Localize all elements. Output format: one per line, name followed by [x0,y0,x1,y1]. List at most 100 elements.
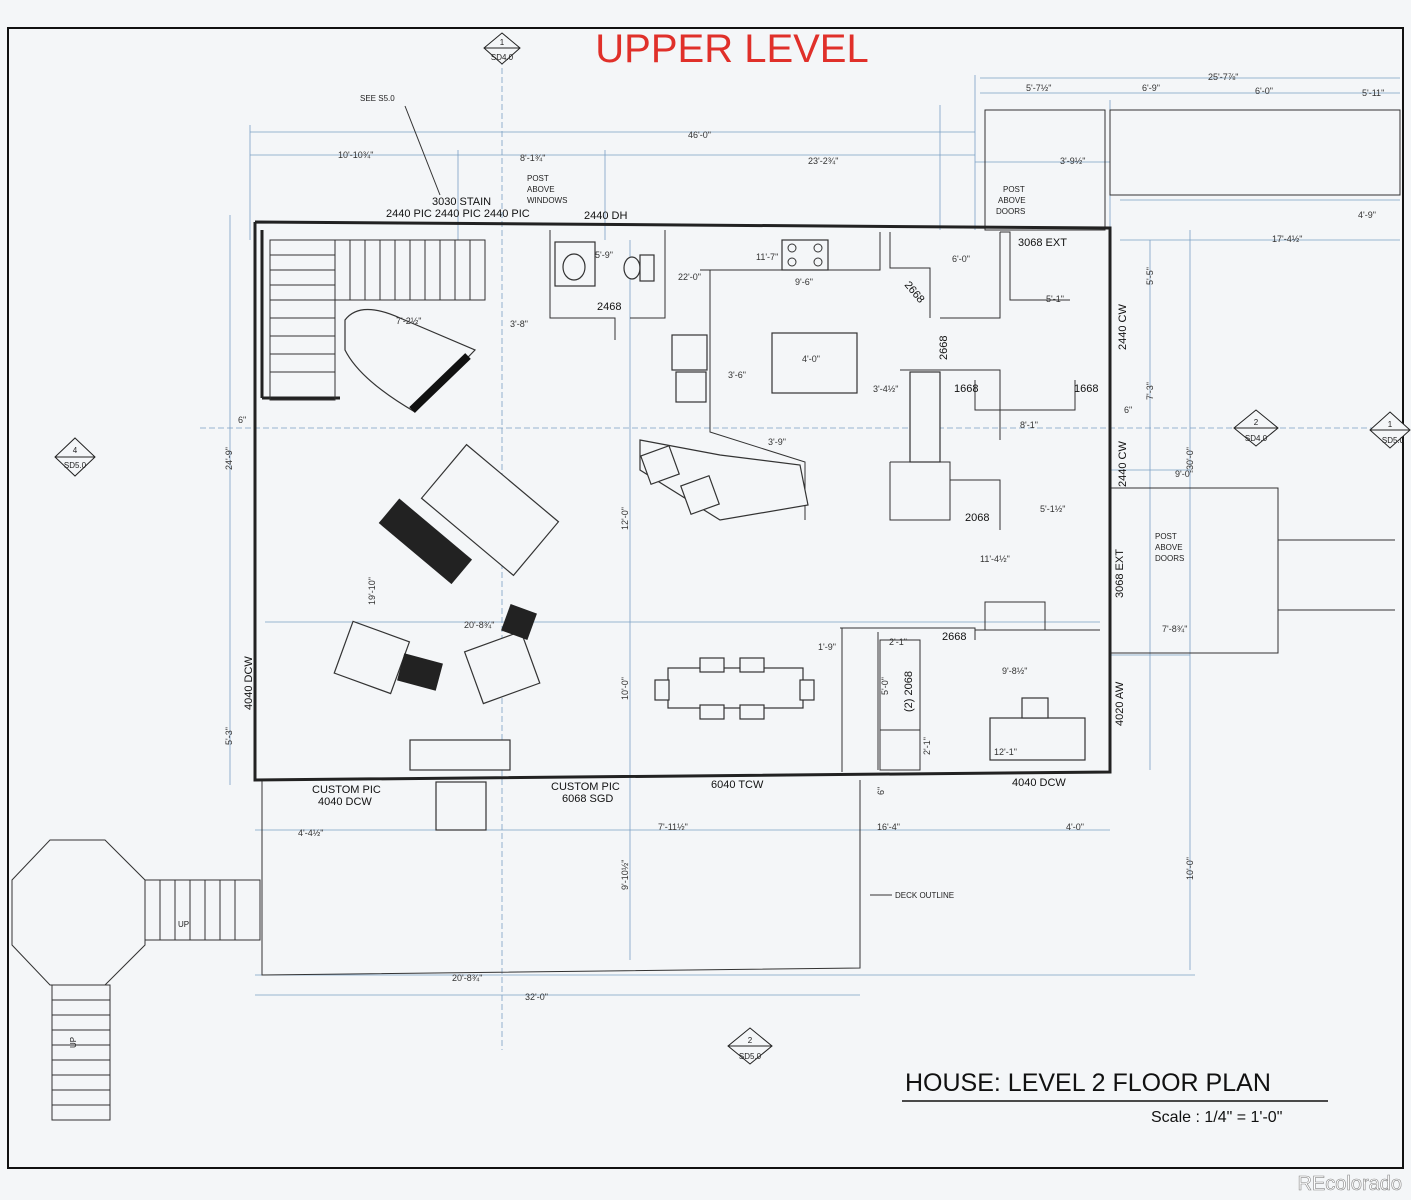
window-label: 4040 DCW [243,656,255,710]
svg-text:9'-0": 9'-0" [1175,469,1193,479]
svg-text:17'-4½": 17'-4½" [1272,234,1302,244]
svg-text:30'-0": 30'-0" [1185,447,1195,470]
armchair-right [463,630,541,705]
kitchen [639,239,941,521]
svg-text:25'-7⅞": 25'-7⅞" [1208,72,1238,82]
svg-text:5'-9": 5'-9" [595,250,613,260]
window-label: CUSTOM PIC [551,781,620,793]
svg-text:SD5.0: SD5.0 [1382,436,1405,445]
svg-text:3'-6": 3'-6" [728,370,746,380]
svg-text:SD4.0: SD4.0 [1245,434,1268,443]
svg-text:4'-4½": 4'-4½" [298,828,323,838]
stair [269,239,486,401]
rug [378,498,473,585]
post-note-line: WINDOWS [527,196,567,205]
svg-text:5'-1½": 5'-1½" [1040,504,1065,514]
door-label: 3068 EXT [1018,237,1067,249]
post-note-line: POST [1155,532,1177,541]
svg-text:4'-0": 4'-0" [802,354,820,364]
svg-text:11'-7": 11'-7" [756,252,778,262]
octagon-deck: UP UP [11,839,261,1121]
right-porch [984,109,1401,654]
svg-text:20'-8¾": 20'-8¾" [464,620,494,630]
window-label: 4020 AW [1114,681,1126,726]
svg-text:9'-10½": 9'-10½" [620,860,630,890]
svg-text:6": 6" [1124,405,1132,415]
dimension-labels: 46'-0" 25'-7⅞" 10'-10¾" 8'-1¾" 23'-2¾" 5… [224,72,1384,1002]
svg-text:3'-8": 3'-8" [510,319,528,329]
fireplace [409,739,511,771]
svg-text:22'-0": 22'-0" [678,272,701,282]
section-marker: 2 SD5.0 [727,1027,773,1065]
svg-text:6'-0": 6'-0" [1255,86,1273,96]
svg-text:16'-4": 16'-4" [877,822,900,832]
section-marker: 1 SD4.0 [483,32,521,65]
svg-text:10'-0": 10'-0" [1185,857,1195,880]
svg-text:6": 6" [876,787,886,795]
section-marker: 4 SD5.0 [54,437,96,477]
sink [562,253,586,281]
interior-walls [549,230,1100,772]
svg-text:9'-8½": 9'-8½" [1002,666,1027,676]
watermark: REcolorado [1297,1173,1402,1195]
fire-pit [435,781,487,831]
post-note-line: POST [1003,185,1025,194]
section-marker: 2 SD4.0 [1233,409,1279,447]
section-marker: 1 SD5.0 [1369,411,1411,449]
door-label: 2068 [965,512,989,524]
svg-text:23'-2¾": 23'-2¾" [808,156,838,166]
window-label: 2440 PIC 2440 PIC 2440 PIC [386,208,530,220]
svg-text:SD5.0: SD5.0 [64,461,87,470]
svg-text:2'-1": 2'-1" [889,637,907,647]
svg-text:2: 2 [748,1036,753,1045]
up-arrow-deck-label: UP [178,920,189,929]
svg-text:7'-11½": 7'-11½" [658,822,688,832]
svg-text:11'-4½": 11'-4½" [980,554,1010,564]
svg-text:1: 1 [500,38,505,47]
svg-text:4'-0": 4'-0" [1066,822,1084,832]
door-label: 2668 [902,279,927,305]
svg-text:4'-9": 4'-9" [1358,210,1376,220]
svg-text:3'-9½": 3'-9½" [1060,156,1085,166]
svg-text:4: 4 [73,446,78,455]
svg-text:19'-10": 19'-10" [367,577,377,605]
svg-text:SD5.0: SD5.0 [739,1052,762,1061]
svg-text:1: 1 [1388,420,1393,429]
svg-text:8'-1¾": 8'-1¾" [520,153,545,163]
svg-text:10'-0": 10'-0" [620,677,630,700]
svg-text:8'-1": 8'-1" [1020,420,1038,430]
window-label: 4040 DCW [1012,777,1066,789]
post-note-line: ABOVE [1155,543,1183,552]
see-note: SEE S5.0 [360,94,395,103]
dining [654,657,815,720]
svg-text:7'-3": 7'-3" [1145,382,1155,400]
svg-text:5'-3": 5'-3" [224,727,234,745]
svg-text:2: 2 [1254,418,1259,427]
door-label: (2) 2068 [903,671,915,712]
svg-text:6'-9": 6'-9" [1142,83,1160,93]
plan-title: HOUSE: LEVEL 2 FLOOR PLAN [905,1069,1271,1097]
door-label: 6068 SGD [562,793,613,805]
exterior-walls [253,220,1112,782]
svg-text:3'-9": 3'-9" [768,437,786,447]
svg-text:32'-0": 32'-0" [525,992,548,1002]
toilet [623,256,641,280]
svg-text:2'-1": 2'-1" [922,737,932,755]
svg-text:1'-9": 1'-9" [818,642,836,652]
post-note-line: ABOVE [998,196,1026,205]
post-note-line: ABOVE [527,185,555,194]
sofa [420,443,560,577]
post-note-line: DOORS [1155,554,1184,563]
svg-text:12'-1": 12'-1" [994,747,1017,757]
door-label: 3068 EXT [1114,549,1126,598]
dining-table [667,667,804,709]
deck-outline [261,780,861,976]
post-note-line: POST [527,174,549,183]
svg-text:10'-10¾": 10'-10¾" [338,150,373,160]
island [771,332,858,394]
svg-text:24'-9": 24'-9" [224,447,234,470]
dimension-lines [200,50,1400,1050]
svg-text:9'-6": 9'-6" [795,277,813,287]
svg-text:6": 6" [238,415,246,425]
